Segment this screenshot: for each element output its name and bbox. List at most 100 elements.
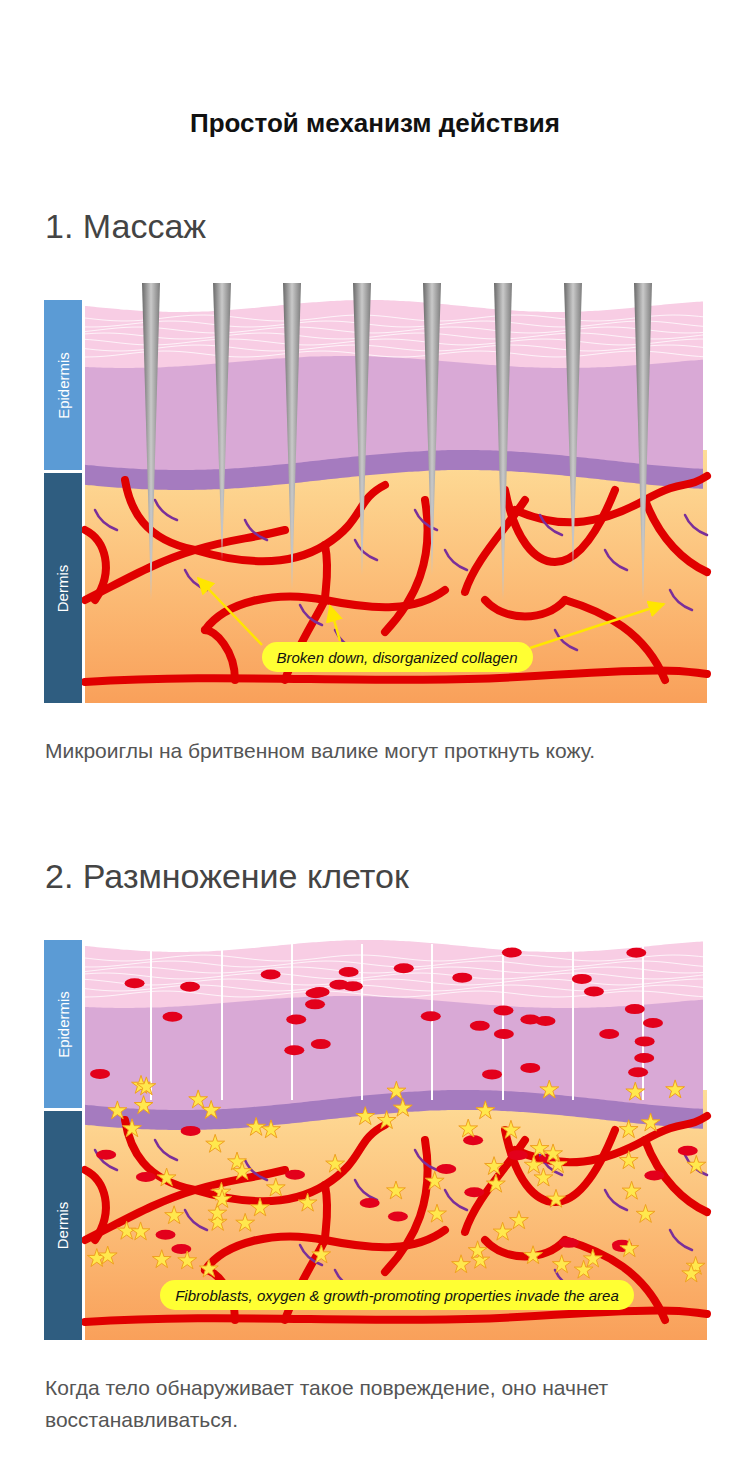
collagen-fiber <box>445 550 467 570</box>
blood-vessel <box>85 670 707 682</box>
micro-needle <box>213 283 231 560</box>
leader-arrow <box>530 604 664 648</box>
blood-cell <box>156 1230 176 1240</box>
skin-fiber <box>85 955 703 961</box>
callout-pill: Broken down, disorganized collagen <box>262 642 533 672</box>
needle-channel <box>221 944 223 1100</box>
growth-factor-star <box>486 1174 505 1192</box>
collagen-fiber <box>185 570 207 590</box>
growth-factor-star <box>108 1101 127 1119</box>
needle-channel <box>150 944 152 1100</box>
blood-vessel <box>85 1310 707 1322</box>
blood-cell <box>470 1021 490 1031</box>
skin-section <box>85 940 707 1340</box>
needle-channel <box>502 944 504 1100</box>
blood-vessel <box>645 1140 707 1212</box>
stratum-corneum <box>85 300 703 368</box>
callout-text: Broken down, disorganized collagen <box>277 649 518 666</box>
growth-factor-star <box>123 1119 142 1137</box>
blood-cell <box>502 948 522 958</box>
caption-text: Когда тело обнаруживает такое повреждени… <box>45 1372 685 1436</box>
micro-needle <box>353 283 371 575</box>
collagen-fiber <box>155 500 177 520</box>
skin-fiber <box>85 327 703 333</box>
blood-vessel <box>85 530 106 600</box>
blood-cell <box>306 988 326 998</box>
blood-vessel <box>325 1185 327 1240</box>
growth-factor-star <box>202 1100 221 1118</box>
growth-factor-star <box>157 1168 176 1186</box>
growth-factor-star <box>266 1178 285 1196</box>
collagen-fiber <box>605 550 627 570</box>
micro-needle <box>283 283 301 590</box>
blood-vessel <box>505 1130 615 1202</box>
blood-cell <box>452 973 472 983</box>
growth-factor-star <box>199 1259 218 1277</box>
blood-cell <box>678 1146 698 1156</box>
growth-factor-star <box>134 1096 153 1114</box>
blood-cell <box>572 974 592 984</box>
micro-needle <box>634 283 652 600</box>
blood-cell <box>644 1171 664 1181</box>
blood-cell <box>626 948 646 958</box>
growth-factor-star <box>687 1155 706 1173</box>
blood-cell <box>286 1014 306 1024</box>
blood-cell <box>181 1126 201 1136</box>
callout-pill: Fibroblasts, oxygen & growth-promoting p… <box>160 1280 634 1310</box>
growth-factor-star <box>619 1120 638 1138</box>
blood-cell <box>494 1006 514 1016</box>
blood-cell <box>171 1244 191 1254</box>
blood-cell <box>634 1053 654 1063</box>
growth-factor-star <box>619 1151 638 1169</box>
blood-vessel <box>125 480 195 550</box>
collagen-fiber <box>95 1150 117 1170</box>
growth-factor-star <box>626 1082 645 1100</box>
growth-factor-star <box>459 1119 478 1137</box>
growth-factor-star <box>387 1081 406 1099</box>
growth-factor-star <box>452 1255 471 1273</box>
leader-arrow <box>198 578 262 645</box>
growth-factor-star <box>178 1251 197 1269</box>
growth-factor-star <box>636 1204 655 1222</box>
needle-channel <box>361 944 363 1100</box>
blood-vessel <box>565 600 665 680</box>
skin-fiber <box>85 985 703 991</box>
micro-needle <box>564 283 582 570</box>
blood-cell <box>599 1029 619 1039</box>
growth-factor-star <box>87 1249 106 1267</box>
blood-cell <box>305 999 325 1009</box>
collagen-fiber <box>670 590 692 610</box>
stratum-corneum <box>85 940 703 1008</box>
blood-cell <box>625 1004 645 1014</box>
collagen-fiber <box>300 605 322 625</box>
growth-factor-star <box>425 1171 444 1189</box>
growth-factor-star <box>236 1213 255 1231</box>
micro-needle <box>142 283 160 600</box>
collagen-fiber <box>685 515 707 535</box>
blood-vessel <box>85 1170 106 1240</box>
blood-cell <box>162 1012 182 1022</box>
blood-vessel <box>505 490 615 562</box>
growth-factor-star <box>524 1246 543 1264</box>
growth-factor-star <box>189 1090 208 1108</box>
blood-cell <box>508 1150 528 1160</box>
blood-cell <box>494 1029 514 1039</box>
blood-vessel <box>645 500 707 572</box>
callout-text: Fibroblasts, oxygen & growth-promoting p… <box>175 1287 619 1304</box>
growth-factor-star <box>583 1249 602 1267</box>
growth-factor-star <box>377 1111 396 1129</box>
growth-factor-star <box>574 1260 593 1278</box>
layer-name: Dermis <box>55 564 72 612</box>
growth-factor-star <box>485 1157 504 1175</box>
growth-factor-star <box>356 1107 375 1125</box>
skin-fiber <box>85 345 703 351</box>
skin-fiber <box>85 315 703 321</box>
skin-fiber <box>85 333 703 339</box>
blood-cell <box>628 1067 648 1077</box>
growth-factor-star <box>213 1190 232 1208</box>
skin-fiber <box>85 351 703 357</box>
blood-cell <box>261 969 281 979</box>
collagen-fiber <box>355 540 377 560</box>
blood-cell <box>559 1238 579 1248</box>
collagen-fiber <box>670 1230 692 1250</box>
